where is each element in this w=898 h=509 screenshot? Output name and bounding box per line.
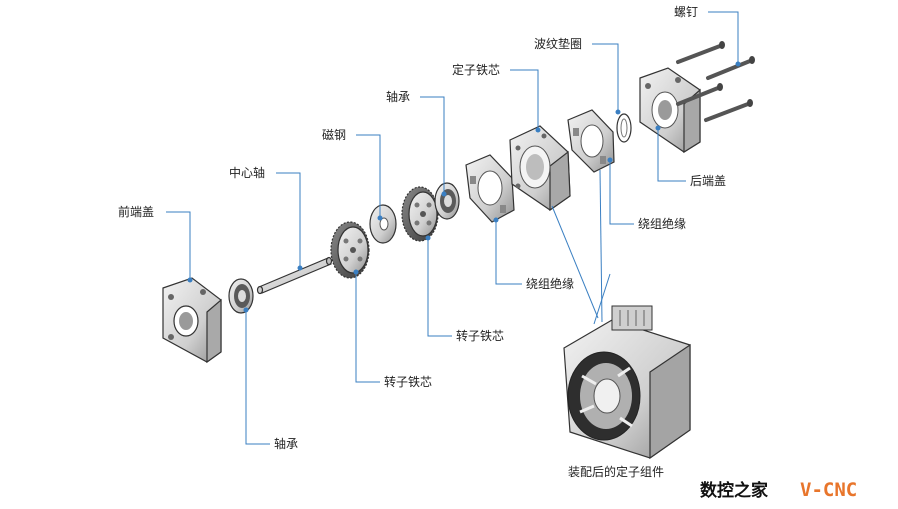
label-rotor-core-right: 转子铁芯 — [456, 328, 504, 343]
wave-washer-part — [616, 113, 632, 143]
assembled-stator-part — [563, 305, 691, 460]
label-rear-cover: 后端盖 — [690, 174, 726, 188]
winding-insulation-right-part — [567, 109, 615, 173]
rotor-core-right-part — [401, 186, 439, 242]
winding-insulation-left-part — [465, 154, 515, 223]
center-shaft-part — [256, 256, 333, 295]
watermark-cn: 数控之家 — [700, 480, 768, 501]
magnet-steel-part — [369, 204, 397, 244]
front-cover-part — [162, 277, 222, 364]
label-stator-core: 定子铁芯 — [452, 62, 500, 77]
label-bearing-upper: 轴承 — [386, 89, 410, 104]
screws-part — [676, 41, 755, 122]
leader-lines — [166, 11, 741, 445]
label-magnet-steel: 磁钢 — [322, 127, 346, 142]
label-screws: 螺钉 — [674, 5, 698, 19]
stator-core-part — [509, 125, 571, 212]
watermark-en: V-CNC — [800, 479, 857, 501]
label-center-shaft: 中心轴 — [229, 165, 265, 180]
bearing-lower-part — [228, 278, 254, 314]
bearing-upper-part — [434, 182, 460, 220]
label-bearing-lower: 轴承 — [274, 436, 298, 451]
label-rotor-core-left: 转子铁芯 — [384, 374, 432, 389]
rotor-core-left-part — [330, 221, 370, 279]
label-winding-insulation-right: 绕组绝缘 — [638, 216, 686, 231]
assembled-caption: 装配后的定子组件 — [568, 464, 664, 479]
rear-cover-part — [639, 67, 701, 154]
label-front-cover: 前端盖 — [118, 204, 154, 219]
label-wave-washer: 波纹垫圈 — [534, 36, 582, 51]
label-winding-insulation-center: 绕组绝缘 — [526, 276, 574, 291]
